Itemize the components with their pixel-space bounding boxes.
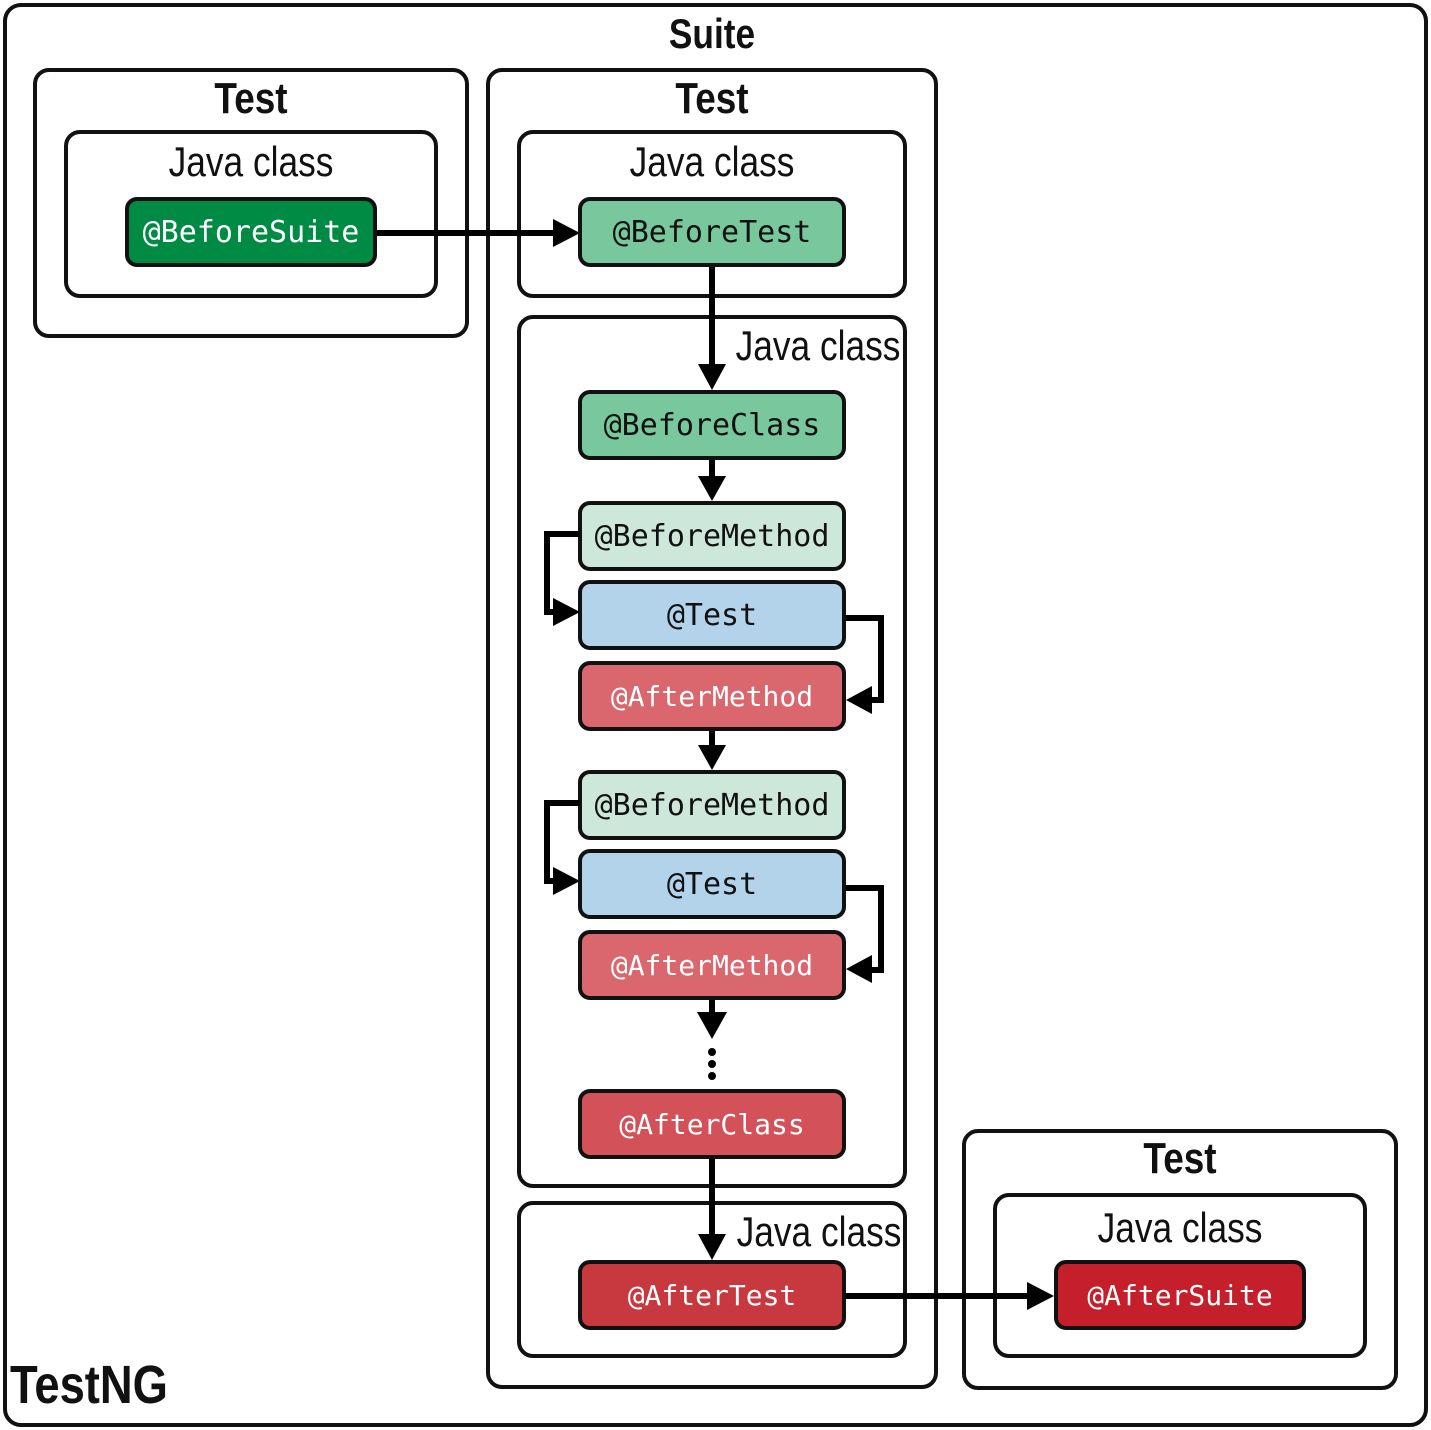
java-class-title-1: Java class (168, 138, 334, 185)
test-title-3: Test (1143, 1134, 1217, 1183)
before-test-node: @BeforeTest (578, 197, 846, 267)
java-class-title-5: Java class (1097, 1204, 1263, 1251)
test-node-2: @Test (578, 849, 846, 919)
after-test-node: @AfterTest (578, 1260, 846, 1330)
before-method-node-1: @BeforeMethod (578, 501, 846, 571)
suite-title: Suite (668, 10, 756, 57)
java-class-title-2: Java class (629, 138, 795, 185)
java-class-title-3: Java class (735, 322, 901, 369)
after-method-node-2: @AfterMethod (578, 930, 846, 1000)
test-title-2: Test (675, 74, 749, 123)
before-method-node-2: @BeforeMethod (578, 770, 846, 840)
framework-label: TestNG (10, 1355, 168, 1415)
test-title-1: Test (214, 74, 288, 123)
after-method-node-1: @AfterMethod (578, 661, 846, 731)
before-class-node: @BeforeClass (578, 390, 846, 460)
before-suite-node: @BeforeSuite (125, 197, 377, 267)
after-suite-node: @AfterSuite (1054, 1260, 1306, 1330)
java-class-title-4: Java class (736, 1208, 902, 1255)
after-class-node: @AfterClass (578, 1089, 846, 1159)
test-node-1: @Test (578, 580, 846, 650)
